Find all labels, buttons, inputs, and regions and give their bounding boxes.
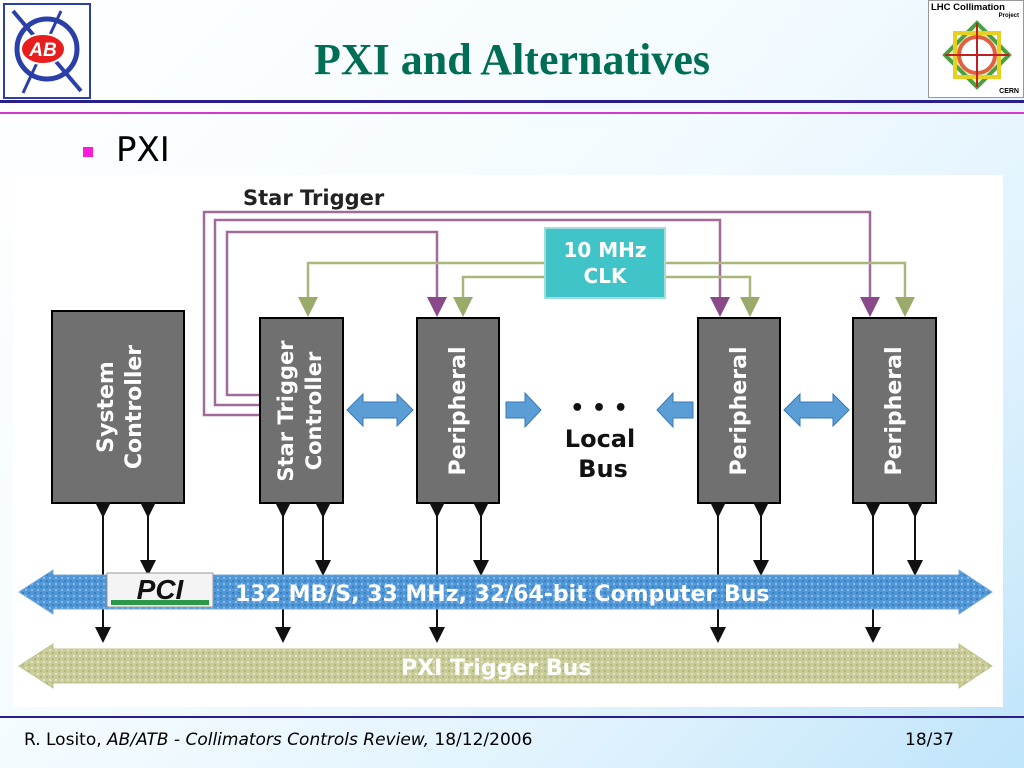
right-arrow-icon — [505, 391, 542, 429]
system-controller-line1: System — [94, 361, 119, 453]
peripheral-module-2: Peripheral — [697, 317, 781, 504]
double-arrow-icon — [783, 392, 850, 428]
ab-logo-text: AB — [28, 40, 57, 61]
star-trigger-label: Star Trigger — [243, 186, 385, 210]
lhc-logo-cern: CERN — [999, 88, 1019, 95]
trigger-bus: PXI Trigger Bus — [18, 643, 993, 689]
footer-author: R. Losito, — [24, 730, 102, 750]
computer-bus: PCI 132 MB/S, 33 MHz, 32/64-bit Computer… — [18, 569, 993, 615]
system-controller-module: System Controller — [51, 310, 185, 504]
local-bus-dots: • • • — [570, 396, 628, 421]
title-rule-bottom — [0, 112, 1024, 114]
system-controller-line2: Controller — [122, 345, 147, 469]
clock-label-line2: CLK — [584, 264, 628, 288]
title-rule-top — [0, 100, 1024, 103]
pci-logo-text: PCI — [137, 574, 185, 605]
peripheral-label: Peripheral — [727, 346, 752, 475]
star-trigger-controller-line2: Controller — [302, 351, 326, 470]
star-trigger-controller-line1: Star Trigger — [274, 340, 298, 482]
lhc-logo-title: LHC Collimation — [931, 2, 1005, 13]
local-bus-line2: Bus — [578, 455, 628, 483]
bullet-text: PXI — [116, 130, 170, 170]
bus-connector-lines — [95, 502, 923, 643]
peripheral-label: Peripheral — [882, 346, 907, 475]
pxi-architecture-diagram: Star Trigger 10 MHz CLK System Controlle… — [13, 175, 1003, 707]
computer-bus-label: 132 MB/S, 33 MHz, 32/64-bit Computer Bus — [235, 582, 769, 607]
lhc-logo-subtitle: Project — [998, 13, 1019, 19]
clock-10mhz: 10 MHz CLK — [544, 227, 666, 299]
local-bus-arrows — [346, 391, 850, 429]
lhc-collimation-logo: LHC Collimation Project CERN — [928, 0, 1024, 98]
page-number: 18/37 — [905, 730, 954, 750]
star-trigger-lines — [202, 210, 880, 417]
trigger-bus-label: PXI Trigger Bus — [401, 656, 591, 681]
left-arrow-icon — [656, 391, 694, 429]
local-bus-line1: Local — [565, 425, 635, 453]
clock-lines — [298, 261, 915, 317]
peripheral-label: Peripheral — [446, 346, 471, 475]
footer-citation: R. Losito, AB/ATB - Collimators Controls… — [24, 730, 532, 750]
footer-event: AB/ATB - Collimators Controls Review, — [107, 730, 430, 750]
ab-logo: AB — [3, 3, 91, 99]
peripheral-module-3: Peripheral — [852, 317, 937, 504]
page-title: PXI and Alternatives — [314, 35, 710, 84]
clock-label-line1: 10 MHz — [563, 238, 646, 262]
peripheral-module-1: Peripheral — [416, 317, 500, 504]
double-arrow-icon — [346, 392, 414, 428]
footer-date: 18/12/2006 — [434, 730, 533, 750]
footer-rule — [0, 716, 1024, 718]
bullet-square-icon — [83, 147, 93, 157]
star-trigger-controller-module: Star Trigger Controller — [259, 317, 344, 504]
